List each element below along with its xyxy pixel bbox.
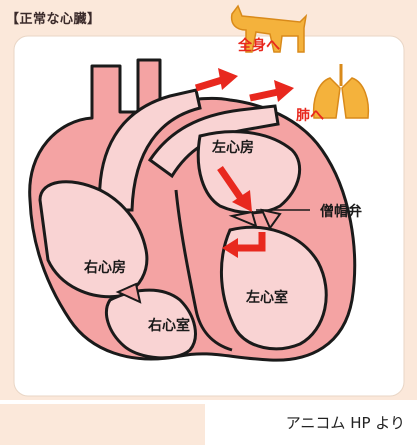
label-left-atrium: 左心房 [211,139,254,156]
label-right-atrium: 右心房 [83,259,126,276]
label-to-lungs: 肺へ [296,108,324,124]
label-to-body: 全身へ [237,37,280,54]
caption-left-strip [0,404,205,445]
figure-title: 【正常な心臓】 [6,8,101,27]
source-caption: アニコム HP より [286,412,405,433]
label-right-ventricle: 右心室 [147,317,190,334]
heart-diagram: 全身へ 肺へ 左心房 僧帽弁 右心房 左心室 右心室 [0,0,417,400]
label-left-ventricle: 左心室 [245,289,288,306]
label-mitral-valve: 僧帽弁 [320,203,362,220]
